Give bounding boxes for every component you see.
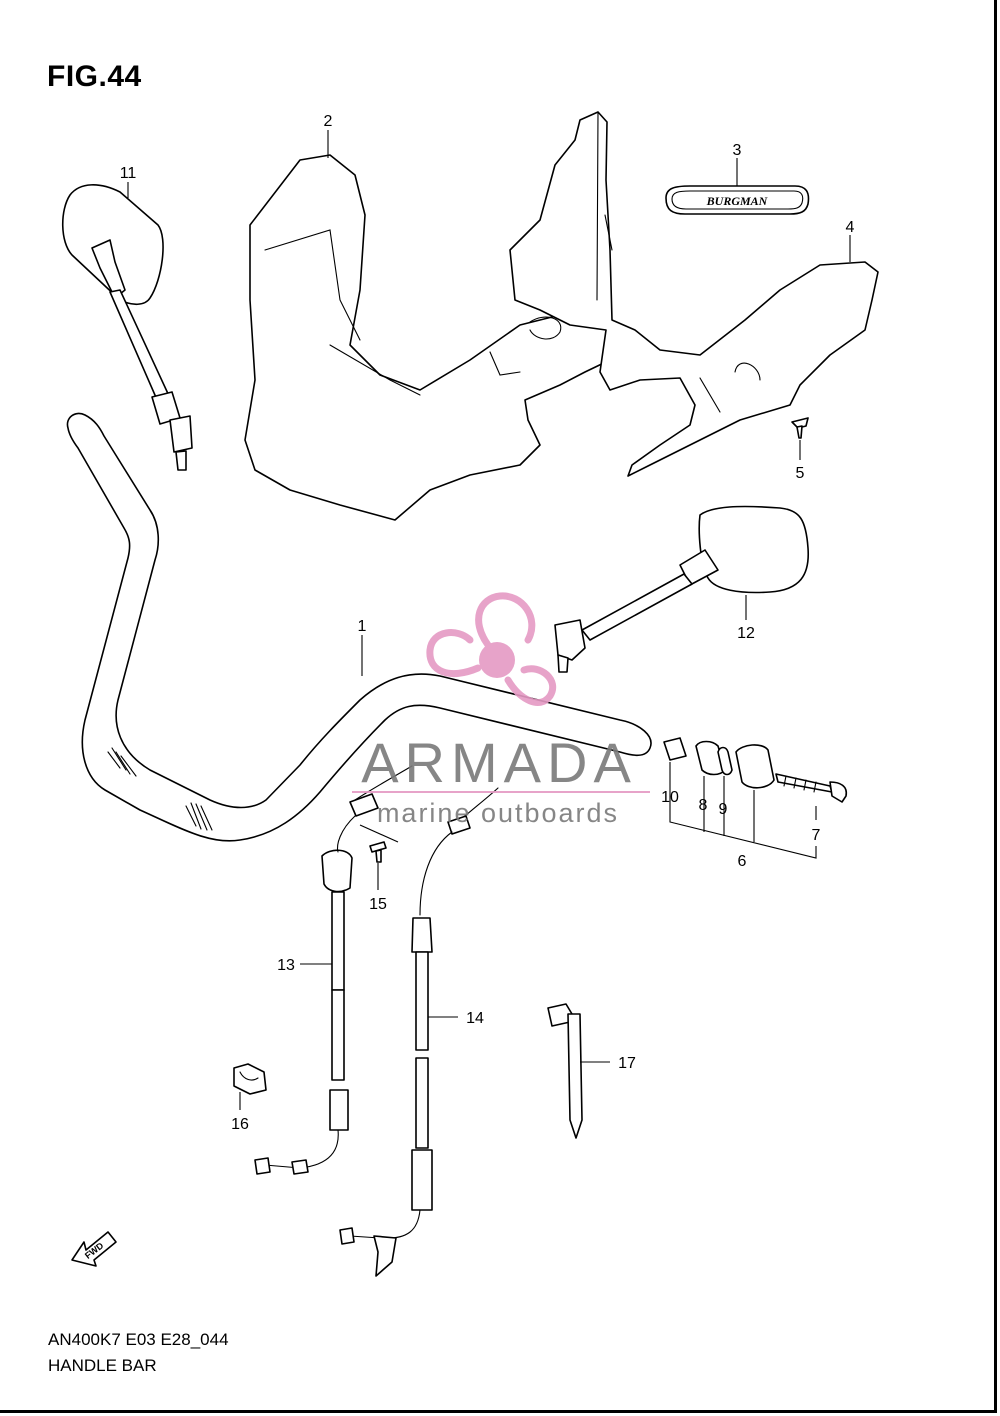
callout-14: 14 bbox=[466, 1010, 484, 1027]
callout-2: 2 bbox=[324, 113, 333, 130]
cable-13 bbox=[254, 765, 413, 1175]
watermark-tagline: marine outboards bbox=[377, 798, 619, 828]
callout-5: 5 bbox=[796, 465, 805, 482]
callout-1: 1 bbox=[358, 618, 367, 635]
callout-3: 3 bbox=[733, 142, 742, 159]
clamp-16 bbox=[233, 1063, 267, 1095]
callout-4: 4 bbox=[846, 219, 855, 236]
callout-11: 11 bbox=[120, 165, 137, 182]
callout-8: 8 bbox=[699, 797, 708, 814]
callout-15: 15 bbox=[369, 896, 387, 913]
callout-9: 9 bbox=[719, 801, 728, 818]
model-code: AN400K7 E03 E28_044 bbox=[48, 1330, 229, 1349]
callout-labels: 1 2 3 4 5 6 7 8 9 10 11 12 13 14 15 16 1… bbox=[120, 113, 855, 1133]
emblem-text: BURGMAN bbox=[706, 194, 769, 208]
callout-10: 10 bbox=[661, 789, 679, 806]
handlebar-cover bbox=[244, 154, 613, 521]
handlebar bbox=[66, 412, 652, 842]
screw-15 bbox=[369, 841, 387, 863]
figure-title: FIG.44 bbox=[47, 60, 142, 93]
leader-lines bbox=[127, 130, 851, 1110]
callout-13: 13 bbox=[277, 957, 295, 974]
callout-16: 16 bbox=[231, 1116, 249, 1133]
right-mirror bbox=[554, 505, 810, 673]
callout-17: 17 bbox=[618, 1055, 636, 1072]
callout-6: 6 bbox=[738, 853, 747, 870]
propeller-logo bbox=[426, 592, 556, 706]
cable-14 bbox=[339, 787, 499, 1277]
emblem: BURGMAN bbox=[665, 185, 810, 215]
armada-watermark: ARMADA marine outboards bbox=[352, 592, 650, 828]
balancer-assembly bbox=[663, 737, 848, 803]
section-name: HANDLE BAR bbox=[48, 1356, 157, 1375]
callout-7: 7 bbox=[812, 827, 821, 844]
handlebar-cover-rear bbox=[509, 111, 879, 477]
callout-12: 12 bbox=[737, 625, 755, 642]
cable-tie-17 bbox=[547, 1003, 583, 1139]
fwd-arrow-icon: FWD bbox=[71, 1231, 117, 1267]
screw-5 bbox=[791, 417, 809, 439]
left-mirror bbox=[61, 184, 193, 471]
watermark-brand: ARMADA bbox=[361, 731, 637, 794]
